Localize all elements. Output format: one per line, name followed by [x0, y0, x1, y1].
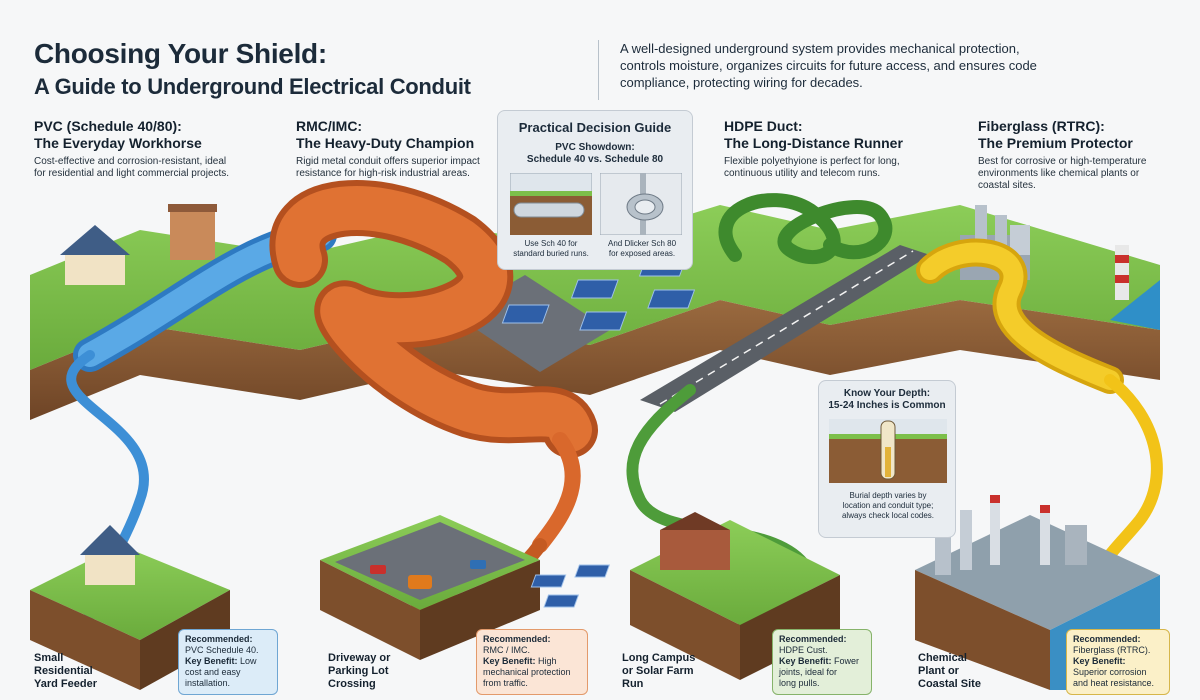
campus-label-line-1: Long Campus — [622, 652, 696, 664]
benefit-label: Key Benefit: — [483, 656, 536, 666]
fiberglass-description: Best for corrosive or high-temperature e… — [978, 156, 1147, 191]
rec-value: HDPE Cust. — [779, 645, 828, 655]
rec-value: Fiberglass (RTRC). — [1073, 645, 1151, 655]
pvc-section: PVC (Schedule 40/80): The Everyday Workh… — [34, 118, 254, 180]
rec-label: Recommended: — [483, 634, 551, 644]
rec-label: Recommended: — [779, 634, 847, 644]
benefit-value-2: cost and easy — [185, 667, 241, 677]
decision-guide-card: Practical Decision Guide PVC Showdown: S… — [497, 110, 693, 270]
rmc-subheading: The Heavy-Duty Champion — [296, 135, 475, 151]
recommendation-campus: Recommended: HDPE Cust. Key Benefit: Fow… — [772, 629, 872, 695]
site-label-campus: Long Campus or Solar Farm Run — [622, 652, 695, 691]
depth-caption-3: always check local codes. — [841, 511, 935, 520]
depth-caption-1: Burial depth varies by — [849, 491, 927, 500]
recommendation-driveway: Recommended: RMC / IMC. Key Benefit: Hig… — [476, 629, 588, 695]
site-label-chemical: Chemical Plant or Coastal Site — [918, 652, 981, 691]
hdpe-description: Flexible polyethyione is perfect for lon… — [724, 156, 900, 179]
hdpe-subheading: The Long-Distance Runner — [724, 135, 903, 151]
rec-label: Recommended: — [185, 634, 253, 644]
benefit-value-3: and heat resistance. — [1073, 678, 1155, 688]
benefit-value-2: mechanical protection — [483, 667, 571, 677]
header-divider — [598, 40, 599, 100]
pvc-subheading: The Everyday Workhorse — [34, 135, 202, 151]
benefit-value-3: long pulls. — [779, 678, 820, 688]
rmc-description: Rigid metal conduit offers superior impa… — [296, 156, 480, 179]
rec-value: PVC Schedule 40. — [185, 645, 259, 655]
pvc-heading: PVC (Schedule 40/80): — [34, 118, 182, 134]
hdpe-heading: HDPE Duct: — [724, 118, 803, 134]
fiberglass-heading: Fiberglass (RTRC): — [978, 118, 1105, 134]
rmc-heading: RMC/IMC: — [296, 118, 363, 134]
campus-label-line-3: Run — [622, 678, 644, 690]
schedule-80-illustration — [600, 173, 682, 235]
benefit-value-3: installation. — [185, 678, 231, 688]
benefit-value-3: from traffic. — [483, 678, 528, 688]
schedule-40-illustration — [510, 173, 592, 235]
upper-houses — [60, 204, 217, 285]
driveway-label-line-2: Parking Lot — [328, 665, 389, 677]
decision-guide-subtitle-1: PVC Showdown: — [555, 142, 635, 153]
recommendation-chemical: Recommended: Fiberglass (RTRC). Key Bene… — [1066, 629, 1170, 695]
chemical-label-line-3: Coastal Site — [918, 678, 981, 690]
site-label-driveway: Driveway or Parking Lot Crossing — [328, 652, 390, 691]
parking-island — [320, 515, 540, 660]
rec-label: Recommended: — [1073, 634, 1141, 644]
decision-guide-subtitle-2: Schedule 40 vs. Schedule 80 — [526, 154, 664, 165]
decision-guide-title: Practical Decision Guide — [518, 120, 672, 135]
depth-title-2: 15-24 Inches is Common — [828, 400, 946, 411]
campus-island — [530, 512, 840, 680]
benefit-label: Key Benefit: — [1073, 656, 1126, 666]
page-title: Choosing Your Shield: — [34, 38, 327, 69]
rmc-section: RMC/IMC: The Heavy-Duty Champion Rigid m… — [296, 118, 506, 180]
site-label-residential: Small Residential Yard Feeder — [34, 652, 97, 691]
depth-caption-2: location and conduit type; — [842, 501, 934, 510]
chemical-label-line-2: Plant or — [918, 665, 959, 677]
burial-depth-illustration — [829, 419, 947, 483]
sch80-caption-2: for exposed areas. — [608, 249, 676, 258]
benefit-label: Key Benefit: — [185, 656, 238, 666]
residential-label-line-1: Small — [34, 652, 64, 664]
residential-label-line-3: Yard Feeder — [34, 678, 97, 690]
hdpe-section: HDPE Duct: The Long-Distance Runner Flex… — [724, 118, 944, 180]
depth-card: Know Your Depth: 15-24 Inches is Common … — [818, 380, 956, 538]
fiberglass-subheading: The Premium Protector — [978, 135, 1133, 151]
page-subtitle: A Guide to Underground Electrical Condui… — [34, 74, 471, 99]
benefit-label: Key Benefit: — [779, 656, 832, 666]
benefit-value-1: Low — [240, 656, 257, 666]
driveway-label-line-1: Driveway or — [328, 652, 391, 664]
chemical-label-line-1: Chemical — [918, 652, 967, 664]
recommendation-residential: Recommended: PVC Schedule 40. Key Benefi… — [178, 629, 278, 695]
residential-label-line-2: Residential — [34, 665, 93, 677]
fiberglass-section: Fiberglass (RTRC): The Premium Protector… — [978, 118, 1178, 192]
depth-title-1: Know Your Depth: — [843, 388, 931, 399]
pvc-description: Cost-effective and corrosion-resistant, … — [34, 156, 230, 179]
intro-text: A well-designed underground system provi… — [620, 41, 1037, 90]
driveway-label-line-3: Crossing — [328, 678, 376, 690]
benefit-value-2: Superior corrosion — [1073, 667, 1147, 677]
rec-value: RMC / IMC. — [483, 645, 530, 655]
sch40-caption-2: standard buried runs. — [513, 249, 589, 258]
sch40-caption-1: Use Sch 40 for — [524, 239, 578, 248]
benefit-value-1: High — [538, 656, 557, 666]
benefit-value-1: Fower — [834, 656, 860, 666]
benefit-value-2: joints, ideal for — [779, 667, 838, 677]
sch80-caption-1: And Dlicker Sch 80 — [607, 239, 677, 248]
campus-label-line-2: or Solar Farm — [622, 665, 694, 677]
